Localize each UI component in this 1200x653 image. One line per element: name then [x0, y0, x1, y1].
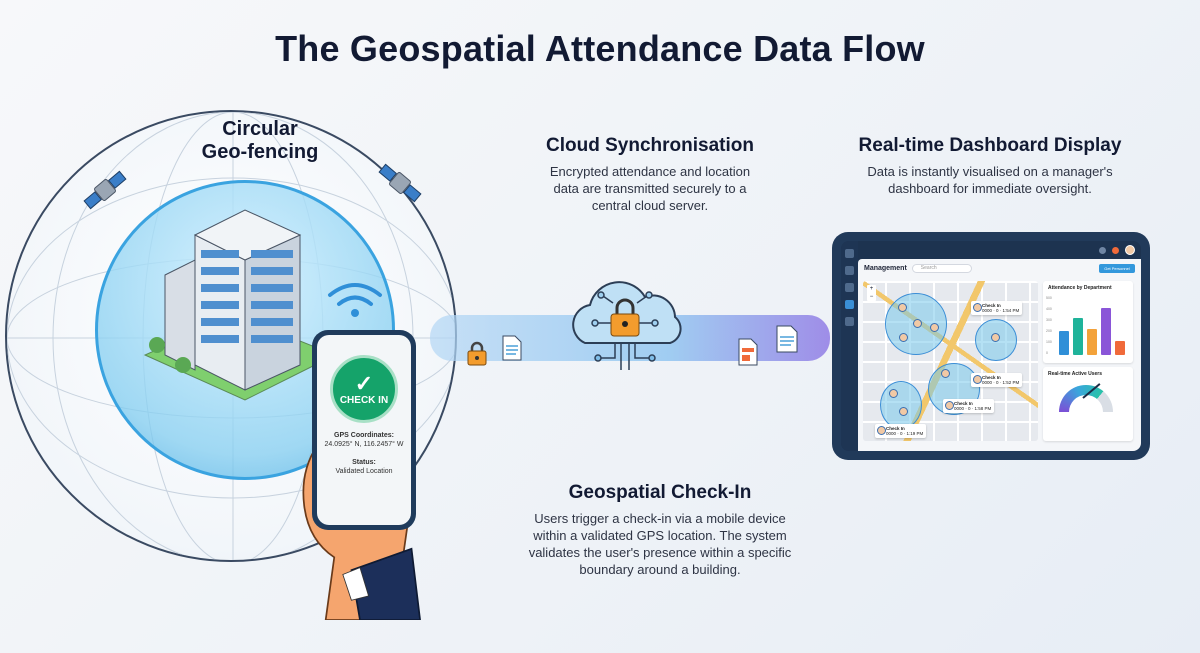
logo-icon: [845, 249, 854, 258]
wifi-icon: [328, 283, 382, 317]
active-users-card: Real-time Active Users: [1043, 367, 1133, 441]
cloud-sync-description: Encrypted attendance and location data a…: [549, 164, 751, 213]
user-pin[interactable]: [899, 333, 908, 342]
bar[interactable]: [1087, 329, 1097, 355]
gps-label: GPS Coordinates:: [334, 432, 394, 439]
bar[interactable]: [1115, 341, 1125, 355]
check-in-button[interactable]: ✓ CHECK IN: [330, 355, 398, 423]
briefcase-icon[interactable]: [845, 283, 854, 292]
status-value: Validated Location: [335, 468, 393, 475]
map-zoom-control: + −: [867, 285, 876, 301]
user-avatar[interactable]: [1125, 245, 1135, 255]
bar[interactable]: [1101, 308, 1111, 355]
user-pin[interactable]: [913, 319, 922, 328]
page-title: The Geospatial Attendance Data Flow: [275, 28, 925, 69]
user-pin[interactable]: [991, 333, 1000, 342]
dashboard-topbar: [858, 241, 1141, 259]
office-building-icon: [143, 209, 337, 401]
user-pin[interactable]: [898, 303, 907, 312]
checklist-icon[interactable]: [845, 300, 854, 309]
dashboard-section: Real-time Dashboard Display Data is inst…: [835, 135, 1145, 197]
document-icon: [502, 335, 522, 361]
user-pin[interactable]: [930, 323, 939, 332]
settings-icon[interactable]: [845, 317, 854, 326]
users-icon[interactable]: [845, 266, 854, 275]
gps-info: GPS Coordinates: 24.0925° N, 116.2457° W…: [324, 431, 403, 476]
checkin-description: Users trigger a check-in via a mobile de…: [528, 511, 792, 577]
bell-icon[interactable]: [1099, 246, 1106, 254]
tablet-dashboard: Management Search Get Personnel + −: [832, 232, 1150, 460]
dashboard-sidebar: [841, 241, 858, 451]
active-users-title: Real-time Active Users: [1048, 371, 1103, 377]
user-pin[interactable]: [941, 369, 950, 378]
header-action-button[interactable]: Get Personnel: [1099, 263, 1135, 273]
zoom-in-button[interactable]: +: [869, 286, 874, 292]
dashboard-main: Management Search Get Personnel + −: [858, 259, 1141, 451]
cloud-sync-title: Cloud Synchronisation: [546, 135, 754, 156]
satellite-icon: [378, 163, 422, 203]
cloud-server-icon: [572, 281, 682, 370]
attendance-bars: [1059, 305, 1125, 355]
dashboard-header-title: Management: [864, 264, 907, 272]
dashboard-title: Real-time Dashboard Display: [858, 135, 1122, 156]
report-document-icon: [738, 338, 758, 366]
search-input[interactable]: Search: [911, 263, 972, 273]
check-in-label: CHECK IN: [339, 394, 389, 406]
status-label: Status:: [352, 459, 376, 466]
geofencing-label: Circular Geo-fencing: [201, 118, 319, 163]
geofence-circle: [880, 381, 922, 429]
phone-screen: ✓ CHECK IN GPS Coordinates: 24.0925° N, …: [317, 335, 411, 525]
lock-icon: [467, 341, 487, 366]
zoom-out-button[interactable]: −: [869, 294, 874, 300]
gauge-icon: [1059, 385, 1113, 412]
bar[interactable]: [1073, 318, 1083, 355]
attendance-chart-title: Attendance by Department: [1048, 285, 1112, 291]
gps-value: 24.0925° N, 116.2457° W: [324, 441, 404, 448]
notification-icon[interactable]: [1112, 246, 1119, 254]
satellite-icon: [83, 170, 127, 210]
checkin-title: Geospatial Check-In: [568, 482, 752, 503]
bar[interactable]: [1059, 331, 1069, 355]
document-icon: [776, 325, 798, 353]
dashboard-description: Data is instantly visualised on a manage…: [867, 164, 1113, 196]
checkmark-icon: ✓: [354, 370, 374, 396]
mobile-phone: ✓ CHECK IN GPS Coordinates: 24.0925° N, …: [312, 330, 416, 530]
cloud-sync-section: Cloud Synchronisation Encrypted attendan…: [505, 135, 795, 214]
checkin-section: Geospatial Check-In Users trigger a chec…: [505, 482, 815, 578]
user-pin[interactable]: [899, 407, 908, 416]
user-pin[interactable]: [889, 389, 898, 398]
